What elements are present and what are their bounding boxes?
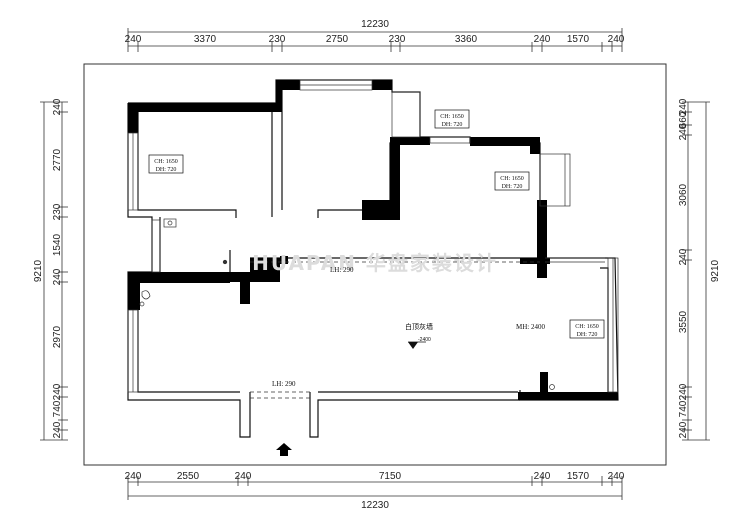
left-seg: 2970 [52, 325, 63, 348]
beam-label-1: LH: 290 [330, 266, 354, 274]
bottom-dimension-chain [127, 476, 623, 500]
left-seg: 240 [52, 98, 63, 115]
bottom-seg: 2550 [177, 471, 200, 482]
window-label-bedroom: CH: 1650 DH: 720 [148, 154, 184, 174]
windows [127, 79, 619, 393]
top-seg: 3370 [194, 34, 217, 45]
left-seg: 2770 [52, 148, 63, 171]
ceiling-height: MH: 2400 [516, 323, 545, 331]
bottom-seg: 240 [534, 471, 551, 482]
window-label-living: CH: 1650 DH: 720 [569, 319, 605, 339]
label-ch: CH: 1650 [575, 324, 599, 330]
bottom-segment-labels: 240 2550 240 7150 240 1570 240 [125, 471, 625, 482]
top-total: 12230 [361, 19, 389, 30]
left-seg: 230 [52, 203, 63, 220]
right-seg: 240 [678, 248, 689, 265]
fixtures [139, 218, 555, 390]
window-label-right-room: CH: 1650 DH: 720 [494, 171, 530, 191]
top-seg: 230 [389, 34, 406, 45]
bottom-seg: 240 [608, 471, 625, 482]
left-seg: 240 [52, 383, 63, 400]
label-dh: DH: 720 [156, 167, 177, 173]
ceiling-note: 白顶灰墙 [405, 322, 433, 331]
bottom-seg: 1570 [567, 471, 590, 482]
bottom-total: 12230 [361, 500, 389, 511]
right-dimension-chain [682, 101, 710, 441]
plan-frame [83, 63, 667, 466]
top-seg: 240 [125, 34, 142, 45]
top-segment-labels: 240 3370 230 2750 230 3360 240 1570 240 [125, 34, 625, 45]
top-dimension-chain [127, 28, 623, 52]
window-label-top: CH: 1650 DH: 720 [434, 109, 470, 129]
right-seg: 240 [678, 383, 689, 400]
right-seg: 740 [678, 400, 689, 417]
right-total: 9210 [710, 259, 721, 282]
top-seg: 240 [608, 34, 625, 45]
bottom-seg: 240 [125, 471, 142, 482]
left-seg: 1540 [52, 233, 63, 256]
top-seg: 2750 [326, 34, 349, 45]
label-dh: DH: 720 [577, 332, 598, 338]
beams [250, 261, 540, 399]
beam-label-2: LH: 290 [272, 380, 296, 388]
label-dh: DH: 720 [442, 122, 463, 128]
right-seg: 3550 [678, 310, 689, 333]
level-marker: -2400 [408, 337, 431, 349]
level-value: -2400 [418, 337, 431, 343]
left-total: 9210 [33, 259, 44, 282]
right-segment-labels: 240 660 240 3060 240 3550 240 740 240 [678, 98, 689, 438]
left-seg: 240 [52, 421, 63, 438]
right-seg: 660 [678, 111, 689, 128]
entrance-arrow-icon [276, 443, 292, 456]
label-ch: CH: 1650 [440, 114, 464, 120]
left-dimension-chain [40, 101, 68, 441]
right-seg: 240 [678, 123, 689, 140]
right-seg: 240 [678, 98, 689, 115]
top-seg: 3360 [455, 34, 478, 45]
label-ch: CH: 1650 [500, 176, 524, 182]
bottom-seg: 7150 [379, 471, 402, 482]
right-seg: 240 [678, 421, 689, 438]
top-seg: 230 [269, 34, 286, 45]
label-dh: DH: 720 [502, 184, 523, 190]
left-seg: 740 [52, 400, 63, 417]
top-seg: 240 [534, 34, 551, 45]
left-seg: 240 [52, 268, 63, 285]
wall-fills [128, 80, 618, 400]
watermark: HUAPAN 华盘家装设计 [252, 251, 498, 275]
label-ch: CH: 1650 [154, 159, 178, 165]
top-seg: 1570 [567, 34, 590, 45]
right-seg: 3060 [678, 183, 689, 206]
bottom-seg: 240 [235, 471, 252, 482]
left-segment-labels: 240 2770 230 1540 240 2970 240 740 240 [52, 98, 63, 438]
